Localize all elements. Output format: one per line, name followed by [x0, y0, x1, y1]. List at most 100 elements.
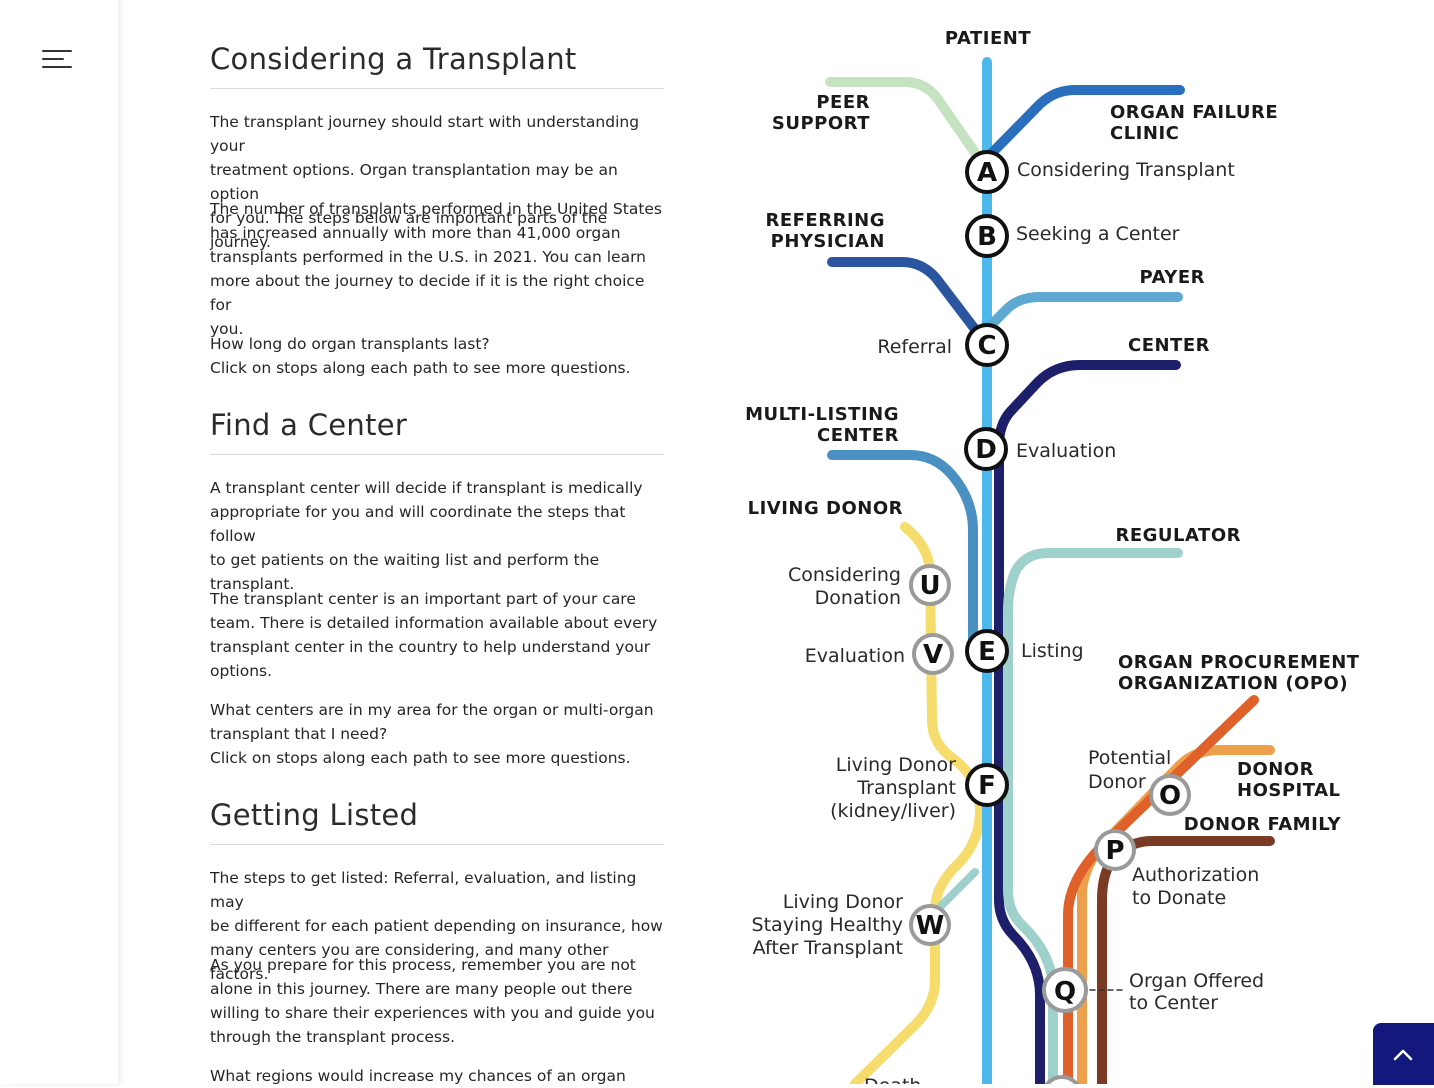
stop-e[interactable]: E: [965, 629, 1009, 673]
stop-d[interactable]: D: [964, 427, 1008, 471]
stop-b[interactable]: B: [965, 214, 1009, 258]
text-line: As you prepare for this process, remembe…: [210, 956, 636, 974]
donor-w-connector: [931, 868, 979, 916]
text-line: The number of transplants performed in t…: [210, 200, 663, 218]
peer-support-line-label: PEER: [816, 92, 870, 113]
stop-b-label: Seeking a Center: [1016, 223, 1180, 245]
stop-a[interactable]: A: [965, 150, 1009, 194]
text-line: treatment options. Organ transplantation…: [210, 161, 618, 203]
multi-listing-center-label: MULTI-LISTING: [745, 404, 899, 425]
paragraph: What centers are in my area for the orga…: [210, 698, 670, 770]
paragraph: As you prepare for this process, remembe…: [210, 953, 670, 1049]
text-line: more about the journey to decide if it i…: [210, 272, 645, 314]
partial-stop-label: Death: [864, 1075, 921, 1084]
text-line: transplant center in the country to help…: [210, 638, 651, 656]
opo-label: ORGANIZATION (OPO): [1118, 673, 1348, 694]
payer-line: [985, 292, 1183, 331]
section-title-considering: Considering a Transplant: [210, 42, 664, 89]
text-line: many centers you are considering, and ma…: [210, 941, 609, 983]
stop-c-label: Referral: [877, 336, 952, 358]
referring-physician-label: REFERRING: [765, 210, 885, 231]
stop-u-letter: U: [919, 571, 940, 601]
stop-f-label: Living Donor: [836, 754, 956, 776]
text-line: options.: [210, 662, 273, 680]
text-line: you.: [210, 320, 244, 338]
chevron-up-icon: [1393, 1049, 1413, 1061]
stop-q-label: Organ Offered: [1129, 970, 1264, 992]
stop-a-letter: A: [977, 158, 997, 188]
stop-w-letter: W: [916, 911, 945, 941]
referring-physician-line: [827, 257, 992, 350]
stop-w-label: After Transplant: [753, 937, 903, 959]
text-line: be different for each patient depending …: [210, 917, 663, 935]
stop-e-letter: E: [978, 637, 996, 667]
stop-q[interactable]: Q: [1042, 967, 1088, 1013]
stop-w-label: Staying Healthy: [752, 914, 903, 936]
stop-c[interactable]: C: [965, 323, 1009, 367]
hamburger-menu-icon[interactable]: [42, 48, 74, 70]
paragraph: The steps to get listed: Referral, evalu…: [210, 866, 670, 986]
center-line: [994, 360, 1181, 1084]
patient-line-label: PATIENT: [945, 28, 1031, 49]
stop-w[interactable]: W: [909, 904, 951, 946]
stop-p-label: to Donate: [1132, 887, 1226, 909]
organ-failure-clinic-label: CLINIC: [1110, 123, 1179, 144]
stop-d-letter: D: [975, 435, 997, 465]
text-line: Click on stops along each path to see mo…: [210, 749, 631, 767]
stop-c-letter: C: [977, 331, 996, 361]
stop-u[interactable]: U: [909, 564, 951, 606]
stop-p-label: Authorization: [1132, 864, 1259, 886]
transplant-journey-map: PATIENT PEER SUPPORT ORGAN FAILURE CLINI…: [745, 28, 1360, 1084]
payer-line-label: PAYER: [1140, 267, 1205, 288]
stop-v[interactable]: V: [912, 633, 954, 675]
center-line-label: CENTER: [1128, 335, 1210, 356]
stop-o-label: Donor: [1088, 771, 1146, 793]
text-line: transplants performed in the U.S. in 202…: [210, 248, 647, 266]
peer-support-line: [825, 77, 992, 175]
text-line: A transplant center will decide if trans…: [210, 479, 643, 497]
partial-stop[interactable]: [1043, 1075, 1081, 1084]
organ-failure-clinic-line: [982, 85, 1185, 163]
paragraph: What regions would increase my chances o…: [210, 1064, 670, 1088]
regulator-line-label: REGULATOR: [1116, 525, 1242, 546]
opo-label: ORGAN PROCUREMENT: [1118, 652, 1360, 673]
text-line: for you. The steps below are important p…: [210, 209, 608, 251]
faq-question: transplant that I need?: [210, 725, 388, 743]
text-line: appropriate for you and will coordinate …: [210, 503, 626, 545]
regulator-line: [1003, 548, 1183, 1084]
stop-o[interactable]: O: [1149, 774, 1191, 816]
faq-question: How long do organ transplants last?: [210, 335, 490, 353]
text-line: The transplant center is an important pa…: [210, 590, 636, 608]
faq-question: What regions would increase my chances o…: [210, 1067, 626, 1085]
stop-o-label: Potential: [1088, 747, 1171, 769]
stop-q-letter: Q: [1054, 977, 1076, 1007]
text-line: team. There is detailed information avai…: [210, 614, 658, 632]
peer-support-line-label: SUPPORT: [772, 113, 870, 134]
stop-f-label: (kidney/liver): [830, 800, 956, 822]
stop-b-letter: B: [977, 222, 997, 252]
stop-v-letter: V: [923, 640, 943, 670]
scroll-to-top-button[interactable]: [1373, 1023, 1434, 1085]
stop-p[interactable]: P: [1094, 829, 1136, 871]
stop-f-label: Transplant: [856, 777, 956, 799]
text-line: through the transplant process.: [210, 1028, 456, 1046]
donor-family-label: DONOR FAMILY: [1184, 814, 1342, 835]
paragraph: How long do organ transplants last? Clic…: [210, 332, 670, 380]
text-line: The steps to get listed: Referral, evalu…: [210, 869, 637, 911]
text-line: willing to share their experiences with …: [210, 1004, 655, 1022]
stop-u-label: Considering: [788, 564, 901, 586]
section-title-find-center: Find a Center: [210, 408, 664, 455]
stop-a-label: Considering Transplant: [1017, 159, 1235, 181]
text-line: Click on stops along each path to see mo…: [210, 359, 631, 377]
stop-e-label: Listing: [1021, 640, 1084, 662]
text-line: transplant.: [210, 575, 295, 593]
sidebar: [0, 0, 118, 1084]
text-line: to get patients on the waiting list and …: [210, 551, 600, 569]
paragraph: The transplant center is an important pa…: [210, 587, 670, 683]
stop-u-label: Donation: [815, 587, 901, 609]
stop-f[interactable]: F: [965, 763, 1009, 807]
paragraph: A transplant center will decide if trans…: [210, 476, 670, 596]
faq-question: What centers are in my area for the orga…: [210, 701, 654, 719]
text-line: has increased annually with more than 41…: [210, 224, 621, 242]
stop-d-label: Evaluation: [1016, 440, 1116, 462]
